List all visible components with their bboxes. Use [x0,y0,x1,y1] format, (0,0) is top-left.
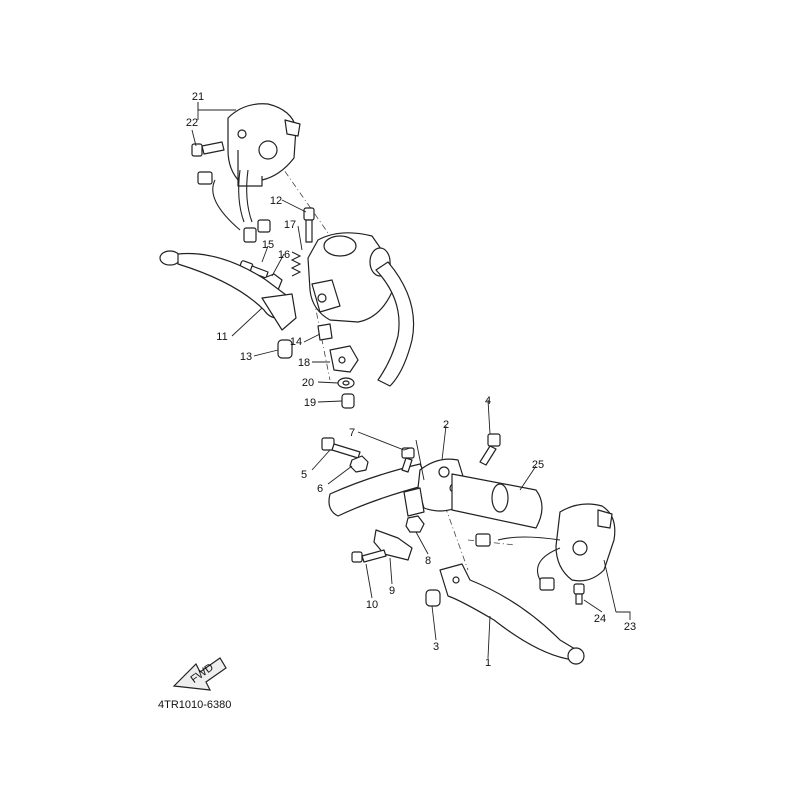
callout-14: 14 [290,336,302,348]
callout-25: 25 [532,459,544,471]
bolt-19 [341,393,355,409]
callout-17: 17 [284,219,296,231]
bolt-4 [479,433,501,466]
clutch-switch-bracket [403,487,425,517]
left-switch-wiring [197,169,271,243]
callout-19: 19 [304,397,316,409]
callout-3: 3 [433,641,439,653]
callout-8: 8 [425,555,431,567]
callout-1: 1 [485,657,491,669]
spring-17 [290,251,302,277]
callout-13: 13 [240,351,252,363]
grip-25 [451,473,543,529]
callout-15: 15 [262,239,274,251]
callout-9: 9 [389,585,395,597]
callout-7: 7 [349,427,355,439]
callout-16: 16 [278,249,290,261]
collar-13 [277,339,293,359]
clutch-lever-1 [439,563,585,665]
bush-14 [317,323,333,341]
brake-hose [375,261,415,387]
screw-24 [573,583,585,605]
right-switch-wiring [475,533,561,591]
callout-4: 4 [485,395,491,407]
callout-10: 10 [366,599,378,611]
screw-10 [351,549,387,563]
handlebar-tube [328,463,431,517]
diagram-code: 4TR1010-6380 [158,699,231,711]
brake-lever-11 [159,250,297,331]
callout-20: 20 [302,377,314,389]
callout-2: 2 [443,419,449,431]
fwd-arrow-icon: FWD [172,657,227,691]
callout-22: 22 [186,117,198,129]
leader-lines [191,102,631,659]
bolt-12 [303,207,315,243]
callout-23: 23 [624,621,636,633]
callout-6: 6 [317,483,323,495]
bracket-18 [329,345,359,373]
callout-labels: 21 22 12 17 15 16 11 13 14 18 20 19 4 2 … [186,91,636,669]
callout-21: 21 [192,91,204,103]
washer-20 [337,377,355,389]
right-switch-housing [555,503,616,582]
callout-24: 24 [594,613,606,625]
master-cylinder [307,232,393,323]
left-switch-housing [227,103,301,187]
callout-5: 5 [301,469,307,481]
callout-18: 18 [298,357,310,369]
nut-6 [349,455,369,473]
callout-11: 11 [216,331,227,343]
callout-12: 12 [270,195,282,207]
screw-22 [191,141,225,157]
collar-3 [425,589,441,607]
bolt-5 [321,437,361,459]
screw-7 [401,447,415,473]
nut-8 [405,515,425,533]
